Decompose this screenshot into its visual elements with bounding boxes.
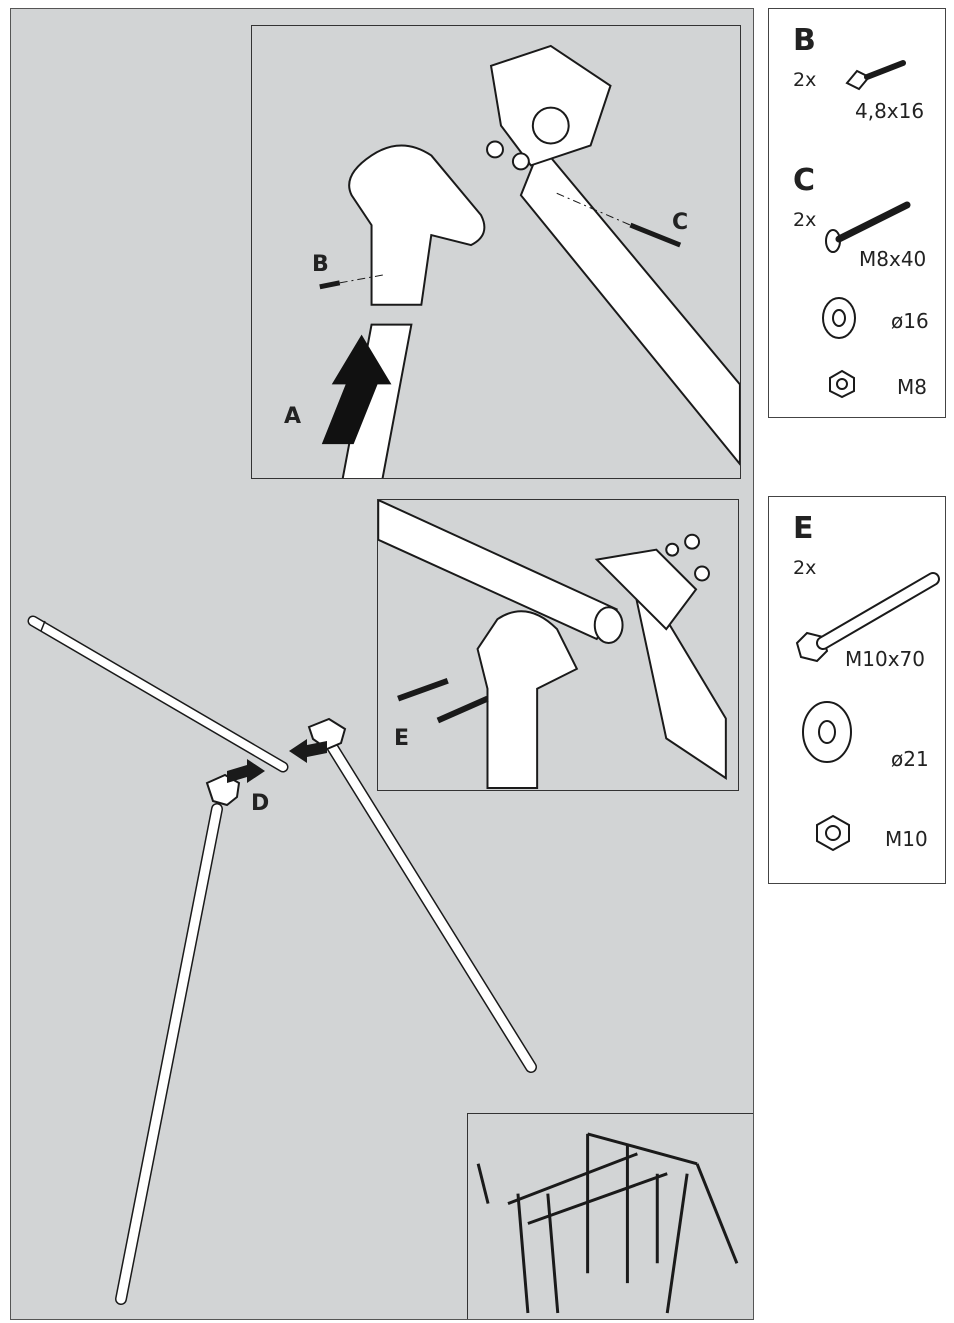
- nut-icon: [694, 565, 710, 582]
- washer-icon: [665, 542, 680, 557]
- part-b-spec: 4,8x16: [855, 99, 925, 123]
- washer-16-spec: ø16: [891, 309, 929, 333]
- assembly-panel: A B C E D: [10, 8, 754, 1320]
- nut-m10-spec: M10: [885, 827, 928, 851]
- part-c-spec: M8x40: [859, 247, 927, 271]
- playground-icon: [476, 1132, 739, 1314]
- part-b-letter: B: [793, 23, 816, 58]
- washer-icon: [802, 701, 852, 763]
- bolt-icon: [436, 695, 489, 724]
- washer-21-spec: ø21: [891, 747, 929, 771]
- nut-icon: [486, 140, 504, 159]
- part-b-qty: 2x: [793, 69, 817, 91]
- left-leg: [115, 773, 241, 1305]
- arrow-icon: [321, 334, 392, 445]
- top-rail: [27, 615, 289, 773]
- parts-panel-bc: B 2x 4,8x16 C 2x M8x40 ø16 M8: [768, 8, 946, 418]
- label-c: C: [672, 210, 689, 235]
- label-a: A: [284, 404, 302, 429]
- right-leg: [307, 717, 537, 1073]
- label-b: B: [312, 252, 329, 277]
- detail-inset-abc: A B C: [251, 25, 741, 479]
- washer-icon: [822, 297, 856, 339]
- part-c-qty: 2x: [793, 209, 817, 231]
- parts-panel-e: E 2x M10x70 ø21 M10: [768, 496, 946, 884]
- bolt-icon: [397, 677, 449, 702]
- bolt-icon: [825, 201, 911, 253]
- part-c-letter: C: [793, 163, 816, 198]
- screw-icon: [845, 60, 906, 91]
- playground-overview-inset: [467, 1113, 753, 1319]
- part-e-letter: E: [793, 511, 814, 546]
- bolt-icon: [795, 572, 940, 663]
- nut-m8-spec: M8: [897, 375, 927, 399]
- nut-icon: [829, 369, 855, 399]
- part-e-spec: M10x70: [845, 647, 925, 671]
- label-d: D: [251, 791, 270, 816]
- screw-icon: [319, 280, 341, 290]
- part-e-qty: 2x: [793, 557, 817, 579]
- detail-inset-e: E: [377, 499, 739, 791]
- nut-icon: [684, 533, 701, 550]
- nut-icon: [816, 814, 850, 852]
- frame-assembly-drawing: [27, 615, 537, 1305]
- detail-e-drawing: [378, 500, 727, 790]
- detail-abc-drawing: [319, 44, 740, 478]
- label-e: E: [394, 726, 410, 751]
- arrow-icon: [227, 739, 327, 783]
- washer-icon: [511, 152, 530, 171]
